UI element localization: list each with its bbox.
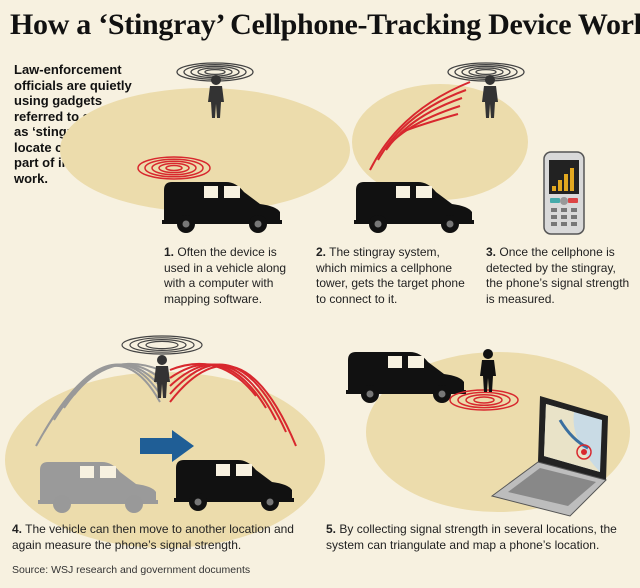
signal-beam-icon bbox=[369, 81, 471, 171]
van-icon bbox=[354, 182, 474, 233]
step-4: 4. The vehicle can then move to another … bbox=[12, 522, 312, 553]
panel-4 bbox=[5, 335, 325, 548]
signal-beam-icon bbox=[35, 362, 161, 447]
ground-ellipse bbox=[60, 88, 350, 212]
van-icon bbox=[174, 460, 294, 511]
step-2: 2. The stingray system, which mimics a c… bbox=[316, 245, 468, 307]
step-number: 3. bbox=[486, 245, 497, 259]
step-number: 1. bbox=[164, 245, 175, 259]
signal-rings-icon bbox=[137, 156, 211, 180]
van-icon bbox=[162, 182, 282, 233]
tower-rings-icon bbox=[121, 335, 203, 355]
step-number: 2. bbox=[316, 245, 327, 259]
van-icon bbox=[38, 462, 158, 513]
signal-beam-icon bbox=[169, 363, 297, 447]
panel-1 bbox=[60, 62, 350, 233]
arrow-right-icon bbox=[140, 430, 194, 462]
step-text: Often the device is used in a vehicle al… bbox=[164, 245, 287, 306]
cellphone-icon bbox=[543, 151, 585, 235]
step-3: 3. Once the cellphone is detected by the… bbox=[486, 245, 632, 307]
step-5: 5. By collecting signal strength in seve… bbox=[326, 522, 632, 553]
step-text: Once the cellphone is detected by the st… bbox=[486, 245, 630, 306]
step-1: 1. Often the device is used in a vehicle… bbox=[164, 245, 302, 307]
panel-2 bbox=[352, 62, 528, 233]
source-note: Source: WSJ research and government docu… bbox=[12, 564, 251, 576]
laptop-map-icon bbox=[490, 396, 608, 517]
step-number: 5. bbox=[326, 522, 337, 536]
ground-ellipse bbox=[5, 372, 325, 548]
ground-ellipse bbox=[352, 84, 528, 200]
step-number: 4. bbox=[12, 522, 23, 536]
step-text: By collecting signal strength in several… bbox=[326, 522, 617, 552]
step-text: The vehicle can then move to another loc… bbox=[12, 522, 294, 552]
page-title: How a ‘Stingray’ Cellphone-Tracking Devi… bbox=[10, 8, 640, 41]
van-icon bbox=[346, 352, 466, 403]
step-text: The stingray system, which mimics a cell… bbox=[316, 245, 465, 306]
panel-5 bbox=[346, 349, 630, 517]
